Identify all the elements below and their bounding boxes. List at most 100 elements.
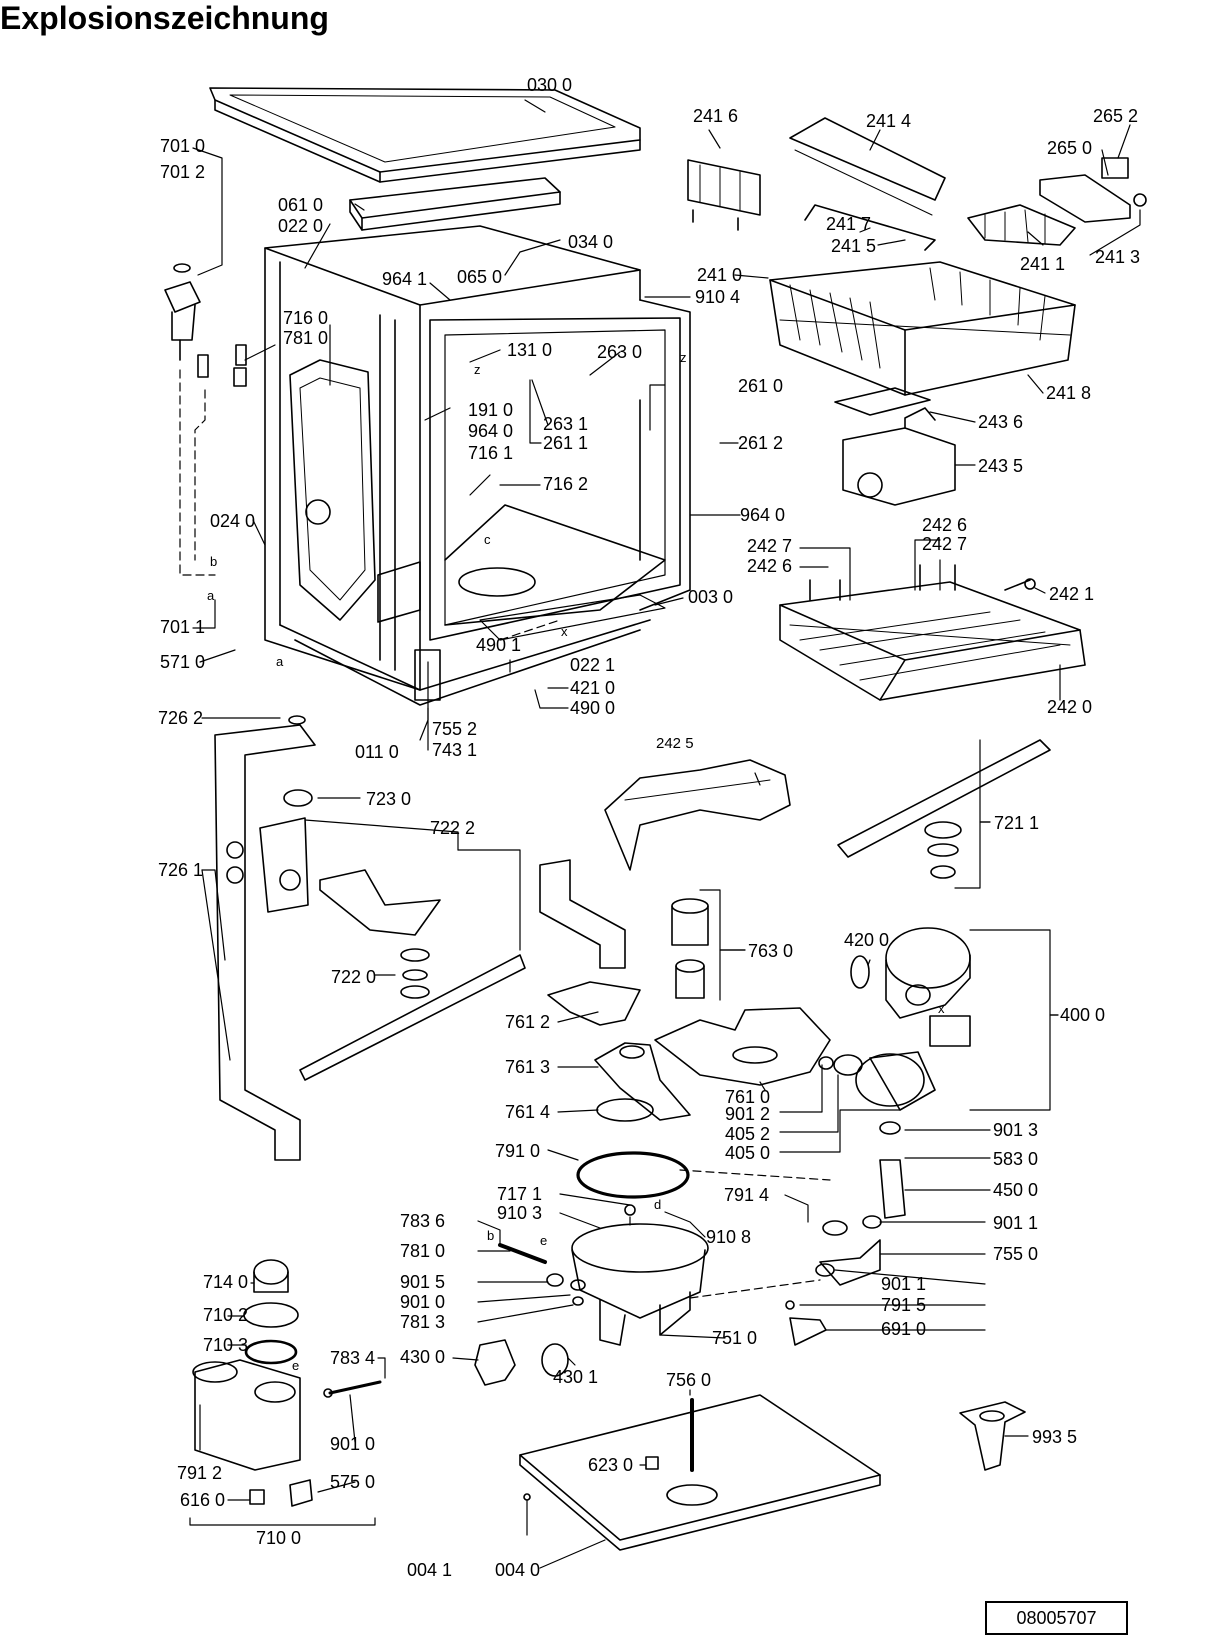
callout-710-3: 710 3	[203, 1335, 248, 1355]
callout-910-4: 910 4	[695, 287, 740, 307]
callout-783-6: 783 6	[400, 1211, 445, 1231]
callout-034-0: 034 0	[568, 232, 613, 252]
callout-722-2: 722 2	[430, 818, 475, 838]
filter-gasket-part	[596, 1098, 654, 1122]
dispenser-cap-part	[164, 263, 247, 387]
callout-263-0: 263 0	[597, 342, 642, 362]
callout-131-0: 131 0	[507, 340, 552, 360]
callout-400-0: 400 0	[1060, 1005, 1105, 1025]
callout-701-0: 701 0	[160, 136, 205, 156]
callout-701-2: 701 2	[160, 162, 205, 182]
callout-993-5: 993 5	[1032, 1427, 1077, 1447]
callout-901-1-b: 901 1	[881, 1274, 926, 1294]
top-cover-part	[209, 87, 641, 183]
callout-910-3: 910 3	[497, 1203, 542, 1223]
callout-726-2: 726 2	[158, 708, 203, 728]
callout-901-2: 901 2	[725, 1104, 770, 1124]
callout-421-0: 421 0	[570, 678, 615, 698]
marker-x-2: x	[938, 1001, 945, 1016]
circulation-motor-part	[818, 927, 971, 1111]
callout-242-7-a: 242 7	[747, 536, 792, 556]
callout-791-5: 791 5	[881, 1295, 926, 1315]
cutlery-basket-part	[834, 387, 956, 506]
callout-716-1: 716 1	[468, 443, 513, 463]
callout-761-0: 761 0	[725, 1087, 770, 1107]
callout-024-0: 024 0	[210, 511, 255, 531]
heater-part	[785, 1121, 906, 1346]
callout-901-1-a: 901 1	[993, 1213, 1038, 1233]
marker-a-2: a	[276, 654, 284, 669]
callout-751-0: 751 0	[712, 1328, 757, 1348]
marker-c: c	[484, 532, 491, 547]
rack-holder-part	[687, 159, 761, 231]
callout-726-1: 726 1	[158, 860, 203, 880]
callout-011-0: 011 0	[355, 742, 399, 762]
callout-763-0: 763 0	[748, 941, 793, 961]
callout-261-1: 261 1	[543, 433, 588, 453]
callout-430-0: 430 0	[400, 1347, 445, 1367]
callout-241-6: 241 6	[693, 106, 738, 126]
callout-756-0: 756 0	[666, 1370, 711, 1390]
filter-housing-part	[594, 1042, 691, 1121]
callout-901-0-b: 901 0	[330, 1434, 375, 1454]
callout-964-0-b: 964 0	[740, 505, 785, 525]
callout-791-0: 791 0	[495, 1141, 540, 1161]
callout-243-6: 243 6	[978, 412, 1023, 432]
callout-783-4: 783 4	[330, 1348, 375, 1368]
callout-242-6-b: 242 6	[747, 556, 792, 576]
marker-z-1: z	[474, 362, 481, 377]
callout-616-0: 616 0	[180, 1490, 225, 1510]
marker-b-2: b	[487, 1228, 494, 1243]
callout-241-7: 241 7	[826, 214, 871, 234]
callout-490-1: 490 1	[476, 635, 521, 655]
upper-basket-part	[769, 261, 1076, 396]
callout-241-0: 241 0	[697, 265, 742, 285]
callout-430-1: 430 1	[553, 1367, 598, 1387]
marker-x-1: x	[561, 624, 568, 639]
filter-cover-part	[547, 981, 641, 1026]
callout-575-0: 575 0	[330, 1472, 375, 1492]
callout-004-0: 004 0	[495, 1560, 540, 1580]
callout-901-0-a: 901 0	[400, 1292, 445, 1312]
callout-261-2: 261 2	[738, 433, 783, 453]
callout-781-3: 781 3	[400, 1312, 445, 1332]
callout-901-5: 901 5	[400, 1272, 445, 1292]
sump-seal-part	[576, 1151, 690, 1199]
callout-723-0: 723 0	[366, 789, 411, 809]
callout-003-0: 003 0	[688, 587, 733, 607]
callout-241-3: 241 3	[1095, 247, 1140, 267]
salt-container-part	[192, 1259, 382, 1507]
callout-022-1: 022 1	[570, 655, 615, 675]
marker-e-1: e	[540, 1233, 547, 1248]
callout-781-0-b: 781 0	[400, 1241, 445, 1261]
callout-901-3: 901 3	[993, 1120, 1038, 1140]
page-title: Explosionszeichnung	[0, 0, 329, 36]
connection-markers: z z c b a a x x e e b d	[207, 350, 945, 1373]
callout-791-4: 791 4	[724, 1185, 769, 1205]
callout-964-0-a: 964 0	[468, 421, 513, 441]
callout-755-0: 755 0	[993, 1244, 1038, 1264]
callout-061-0: 061 0	[278, 195, 323, 215]
callout-241-1: 241 1	[1020, 254, 1065, 274]
callout-710-0: 710 0	[256, 1528, 301, 1548]
fine-filter-part	[654, 1007, 831, 1086]
callout-242-5: 242 5	[656, 735, 694, 752]
callout-964-1: 964 1	[382, 269, 427, 289]
callout-755-2: 755 2	[432, 719, 477, 739]
callout-261-0: 261 0	[738, 376, 783, 396]
callout-716-2: 716 2	[543, 474, 588, 494]
callout-583-0: 583 0	[993, 1149, 1038, 1169]
callout-191-0: 191 0	[468, 400, 513, 420]
base-pan-part	[519, 1394, 881, 1551]
callout-030-0: 030 0	[527, 75, 572, 95]
document-number-box: 08005707	[985, 1601, 1128, 1635]
callout-242-0: 242 0	[1047, 697, 1092, 717]
callout-450-0: 450 0	[993, 1180, 1038, 1200]
callout-910-8: 910 8	[706, 1227, 751, 1247]
callout-242-7-b: 242 7	[922, 534, 967, 554]
callout-420-0: 420 0	[844, 930, 889, 950]
marker-d: d	[654, 1197, 661, 1212]
filter-part	[671, 898, 709, 999]
callout-761-3: 761 3	[505, 1057, 550, 1077]
callout-701-1: 701 1	[160, 617, 205, 637]
